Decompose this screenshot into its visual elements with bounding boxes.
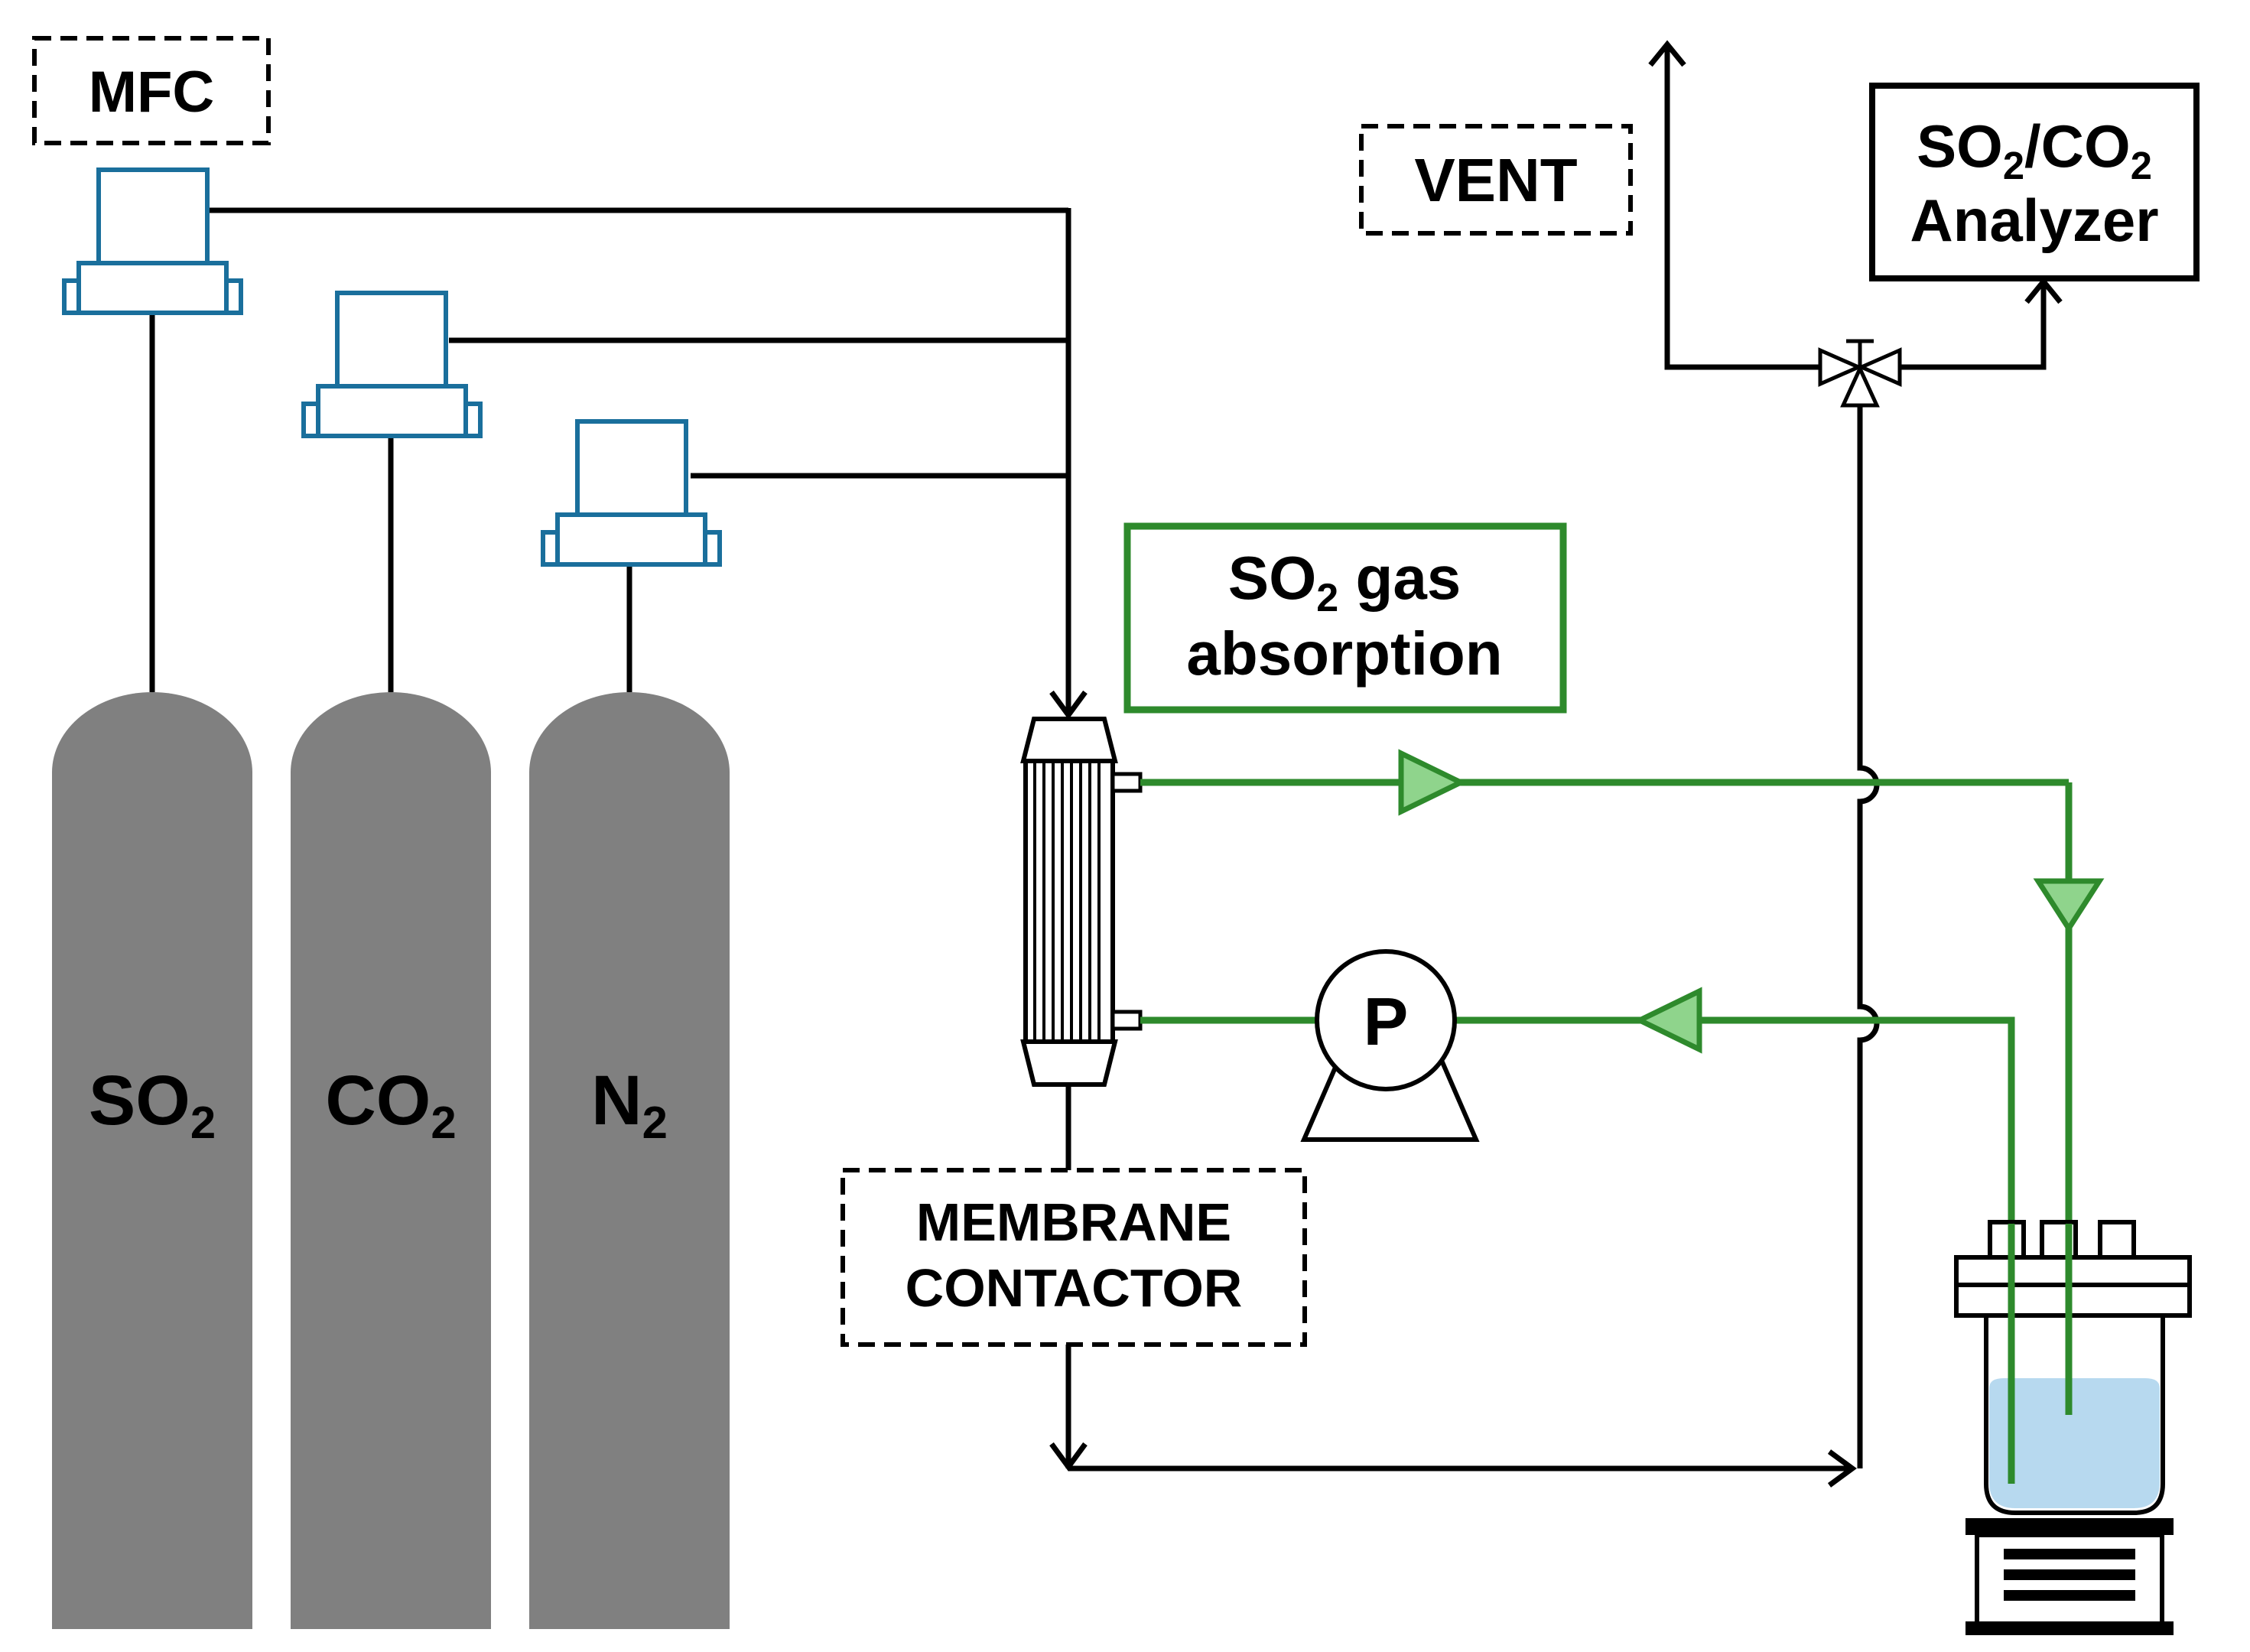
mfc-units xyxy=(62,167,722,567)
vent-label: VENT xyxy=(1414,146,1577,214)
absorbent-solution xyxy=(1989,1378,2160,1508)
membrane-label-line1: MEMBRANE xyxy=(916,1192,1231,1252)
n2-cylinder-label: N2 xyxy=(591,1062,668,1148)
mfc-co2-icon[interactable] xyxy=(301,291,483,438)
co2-cylinder xyxy=(291,692,491,1629)
absorption-label-line2: absorption xyxy=(1186,620,1502,688)
jacketed-reactor-icon xyxy=(1954,1220,2192,1635)
gas-lines xyxy=(149,40,2063,1488)
mfc-box: MFC xyxy=(32,36,271,145)
absorption-label-line1: SO2 gas xyxy=(1228,544,1462,620)
mfc-label: MFC xyxy=(89,60,215,125)
flow-arrows xyxy=(1398,749,2105,1054)
analyzer-box: SO2/CO2 Analyzer xyxy=(1869,83,2200,281)
gas-cylinders: SO2 CO2 N2 xyxy=(52,692,730,1629)
flow-arrow-right xyxy=(1398,749,1467,816)
flow-arrow-down xyxy=(2033,878,2105,934)
mfc-n2-icon[interactable] xyxy=(541,419,722,567)
analyzer-label-line1: SO2/CO2 xyxy=(1917,112,2152,187)
so2-cylinder xyxy=(52,692,252,1629)
absorption-box: SO2 gas absorption xyxy=(1123,522,1567,714)
three-way-valve-icon[interactable] xyxy=(1818,339,1902,408)
co2-cylinder-label: CO2 xyxy=(325,1062,456,1148)
vent-box: VENT xyxy=(1359,124,1633,236)
liquid-lines xyxy=(1140,779,2073,1484)
hollow-fiber-membrane-icon[interactable] xyxy=(1020,717,1143,1087)
peristaltic-pump-icon[interactable]: P xyxy=(1300,949,1480,1142)
n2-cylinder xyxy=(529,692,730,1629)
membrane-contactor-box: MEMBRANE CONTACTOR xyxy=(840,1168,1307,1347)
membrane-label-line2: CONTACTOR xyxy=(906,1258,1243,1318)
mfc-so2-icon[interactable] xyxy=(62,167,243,315)
so2-cylinder-label: SO2 xyxy=(89,1062,216,1148)
analyzer-label-line2: Analyzer xyxy=(1910,187,2158,254)
flow-arrow-left xyxy=(1634,987,1702,1054)
pump-label: P xyxy=(1364,984,1409,1059)
